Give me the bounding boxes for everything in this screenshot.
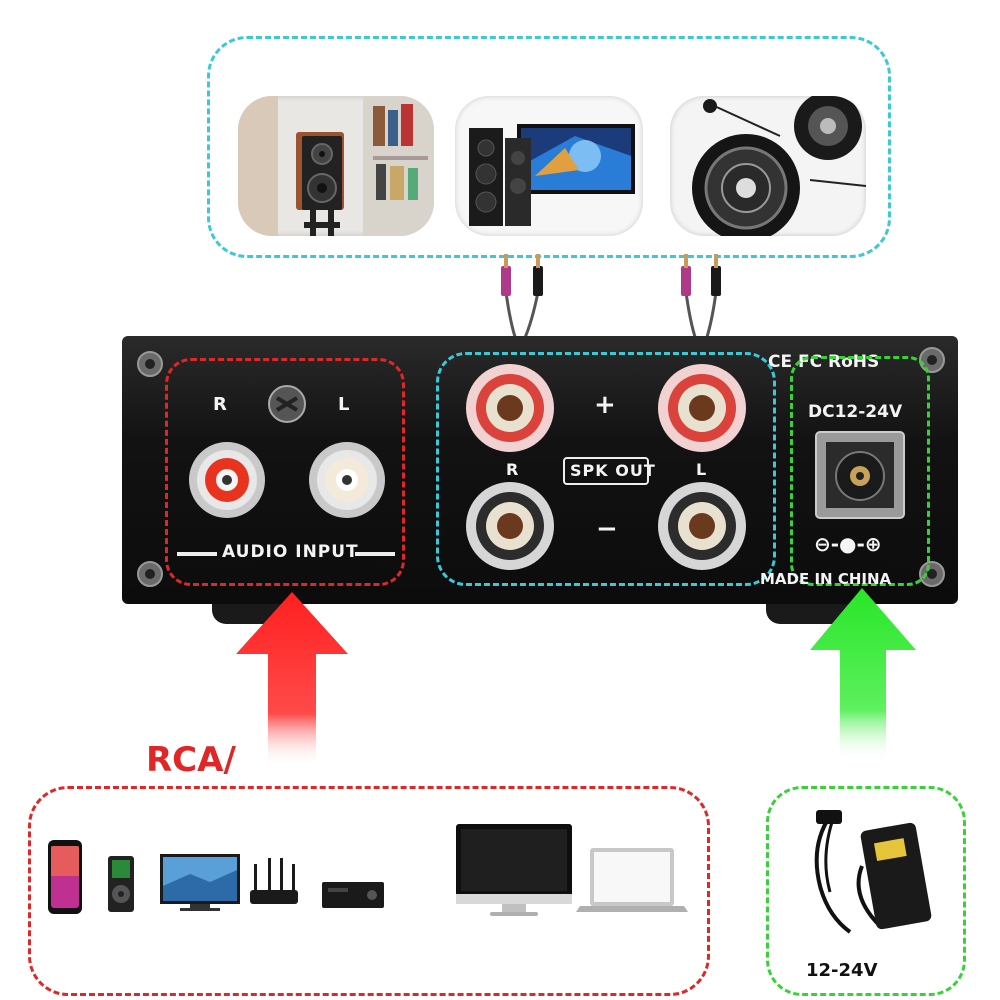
source-devices-outline (28, 786, 710, 996)
bookshelf-speaker-icon (238, 96, 434, 236)
speaker-plus-label: + (594, 390, 616, 420)
speaker-minus-label: − (596, 514, 618, 544)
red-input-arrow (236, 592, 348, 766)
speaker-right-label: R (506, 460, 519, 479)
power-adapter-icon (814, 810, 932, 934)
tower-speaker-icon (469, 124, 635, 226)
smartphone-icon (48, 840, 82, 914)
adapter-voltage-label: 12-24V (806, 960, 878, 981)
audio-input-label: AUDIO INPUT (222, 542, 359, 562)
speaker-photo-tower (455, 96, 643, 236)
mp3-player-icon (108, 856, 134, 912)
router-icon (250, 858, 298, 904)
power-adapter-outline (766, 786, 966, 996)
laptop-icon (576, 848, 688, 912)
source-devices (48, 824, 688, 916)
polarity-symbol: ⊖-●-⊕ (814, 532, 882, 556)
rca-left-label: L (338, 394, 350, 415)
binding-posts (466, 364, 746, 570)
speaker-photo-ceiling (670, 96, 866, 236)
rca-heading: RCA/ (146, 740, 236, 780)
made-in-label: MADE IN CHINA (760, 570, 892, 588)
speaker-cable-plugs (501, 254, 721, 341)
ceiling-speaker-icon (692, 96, 866, 236)
green-power-arrow (810, 588, 916, 762)
dc-jack (815, 431, 905, 519)
desktop-monitor-icon (456, 824, 572, 916)
speaker-output-label: SPK OUT (570, 461, 656, 480)
rca-jacks (177, 385, 395, 556)
dc-voltage-label: DC12-24V (808, 402, 903, 422)
speaker-group-outline (207, 36, 891, 258)
power-input-outline (790, 356, 930, 586)
speaker-photo-bookshelf (238, 96, 434, 236)
rca-right-label: R (213, 394, 227, 415)
speaker-output-outline (436, 352, 776, 586)
speaker-left-label: L (696, 460, 707, 479)
tv-icon (160, 854, 240, 911)
audio-input-outline (165, 358, 405, 586)
cd-player-icon (322, 882, 384, 908)
